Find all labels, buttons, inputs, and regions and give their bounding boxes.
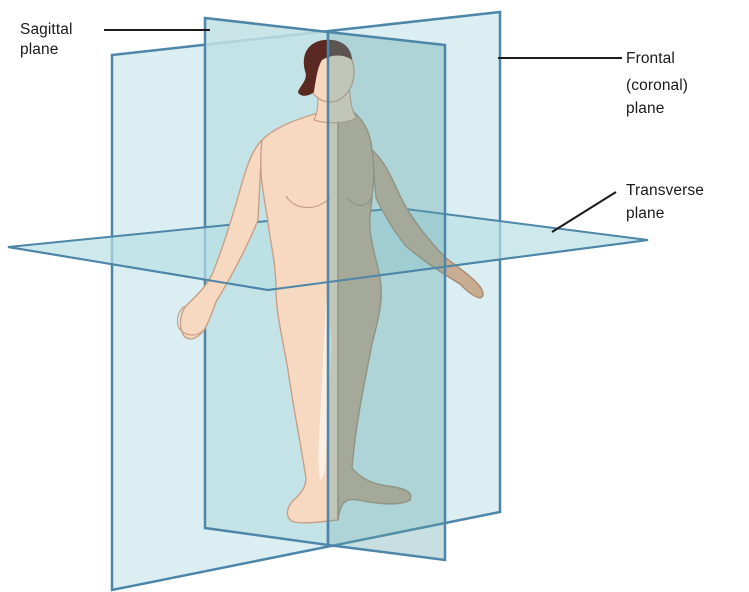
frontal-plane-label-line3: plane: [626, 100, 664, 117]
sagittal-plane-label-line1: Sagittal: [20, 21, 73, 38]
frontal-plane-label-line1: Frontal: [626, 50, 675, 67]
frontal-plane-label-line2: (coronal): [626, 77, 688, 94]
sagittal-plane-back-half: [328, 32, 445, 560]
transverse-plane-label-line1: Transverse: [626, 182, 704, 199]
sagittal-plane-label-line2: plane: [20, 41, 58, 58]
transverse-leader-line: [552, 192, 616, 232]
transverse-plane-label-line2: plane: [626, 205, 664, 222]
